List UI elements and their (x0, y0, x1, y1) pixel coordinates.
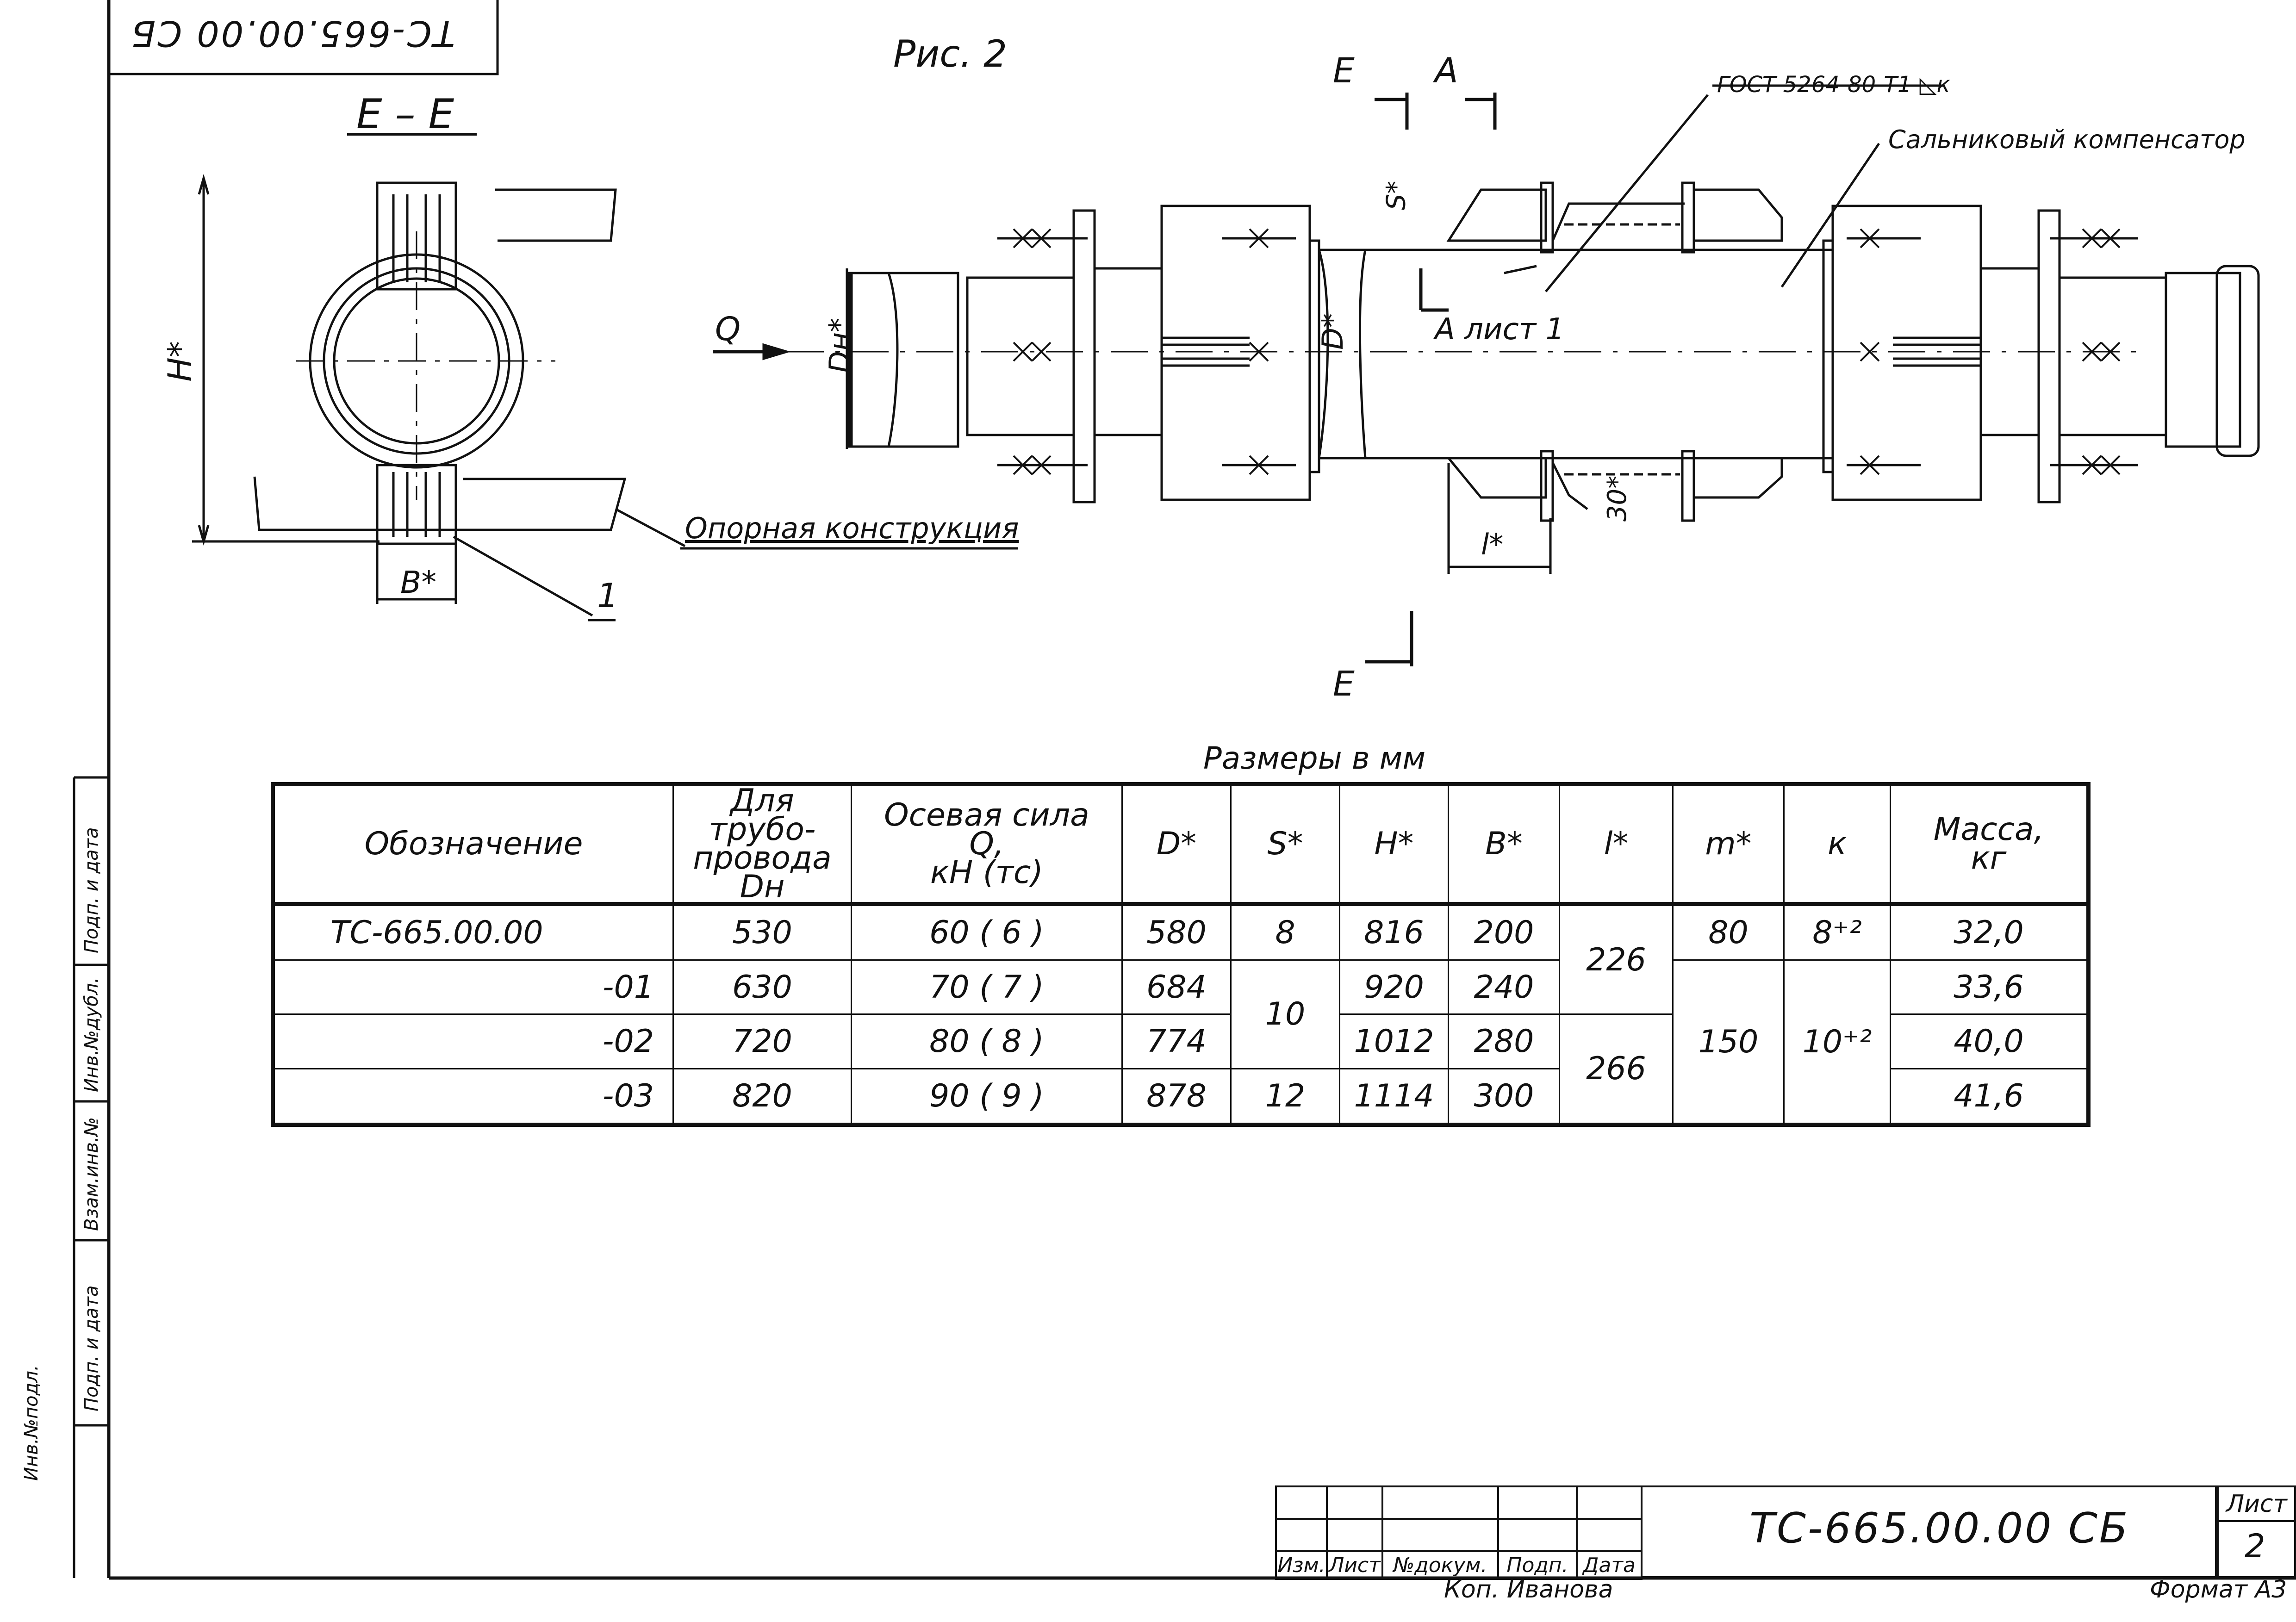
tb-format: Формат А3 (2150, 1576, 2287, 1603)
table-row: ТС-665.00.00 530 60 ( 6 ) 580 8 816 200 … (272, 903, 2089, 1015)
cell-B: 240 (1448, 959, 1560, 1015)
cell-mass: 41,6 (1890, 1068, 2089, 1126)
tb-sheet-divider (2217, 1520, 2296, 1522)
cell-mass: 40,0 (1890, 1013, 2089, 1069)
header-mass: Масса, кг (1890, 783, 2089, 906)
side-stamp-vzam-inv: Взам.инв.№ (81, 1117, 102, 1231)
figure-label: Рис. 2 (893, 32, 1007, 75)
tb-sheet-label: Лист (2226, 1490, 2287, 1518)
cell-force: 90 ( 9 ) (851, 1068, 1123, 1126)
cell-D: 684 (1121, 959, 1232, 1015)
cell-H: 920 (1339, 959, 1449, 1015)
header-D: D* (1121, 783, 1232, 906)
cell-S: 8 (1230, 903, 1340, 961)
tb-sheet-number: 2 (2245, 1527, 2265, 1565)
cell-l-merged: 266 (1559, 1013, 1674, 1125)
header-axial-force: Осевая сила Q, кН (тс) (851, 783, 1123, 906)
table-row: -01 630 70 ( 7 ) 684 10 920 240 150 10⁺²… (272, 959, 2089, 1125)
cell-B: 280 (1448, 1013, 1560, 1069)
item-number-1: 1 (597, 576, 618, 615)
header-S: S* (1230, 783, 1340, 906)
cell-m: 80 (1672, 903, 1785, 961)
cell-force: 80 ( 8 ) (851, 1013, 1123, 1069)
cell-mass: 33,6 (1890, 959, 2089, 1015)
tb-col-podp: Подп. (1497, 1550, 1578, 1580)
dim-label-B: B* (400, 565, 437, 600)
dim-label-D: D* (1315, 313, 1350, 350)
cell-k-merged: 10⁺² (1783, 959, 1891, 1125)
tb-col-dokum: №докум. (1381, 1550, 1499, 1580)
cell-force: 70 ( 7 ) (851, 959, 1123, 1015)
cell-B: 200 (1448, 903, 1560, 961)
cell-designation: ТС-665.00.00 (272, 903, 674, 961)
section-title: Е – Е (356, 90, 454, 138)
cell-force: 60 ( 6 ) (851, 903, 1123, 961)
support-structure-label: Опорная конструкция (685, 511, 1019, 545)
table-row: -02 720 80 ( 8 ) 774 1012 280 266 40,0 (272, 1013, 2089, 1125)
cell-m-merged: 150 (1672, 959, 1785, 1125)
tb-col-list: Лист (1326, 1550, 1383, 1580)
weld-gost-note: ГОСТ 5264-80-Т1-◺к (1717, 72, 1950, 98)
title-block-main (1641, 1485, 2217, 1578)
compensator-label: Сальниковый компенсатор (1888, 125, 2246, 154)
header-H: H* (1339, 783, 1449, 906)
dim-label-l: l* (1481, 528, 1504, 561)
cell-D: 878 (1121, 1068, 1232, 1126)
cell-H: 1012 (1339, 1013, 1449, 1069)
cell-D: 774 (1121, 1013, 1232, 1069)
side-stamp-podp-data-2: Подп. и дата (81, 827, 102, 953)
cell-k: 8⁺² (1783, 903, 1891, 961)
tb-designation: ТС-665.00.00 СБ (1749, 1504, 2130, 1553)
section-mark-E-top: E (1333, 51, 1355, 91)
cell-H: 1114 (1339, 1068, 1449, 1126)
force-Q-label: Q (715, 310, 741, 348)
section-mark-A-sheet1: A лист 1 (1435, 312, 1565, 347)
tb-copied-by: Коп. Иванова (1444, 1576, 1613, 1603)
table-header-row: Обозначение Для трубо- провода Dн Осевая… (272, 783, 2089, 906)
dim-label-H: H* (161, 341, 199, 382)
side-stamp-inv-podl: Инв.№подл. (21, 1365, 42, 1481)
dim-label-S: S* (1381, 180, 1412, 211)
cell-designation: -03 (272, 1068, 674, 1126)
cell-H: 816 (1339, 903, 1449, 961)
cell-dn: 530 (672, 903, 852, 961)
cell-D: 580 (1121, 903, 1232, 961)
cell-S-merged: 10 (1230, 959, 1340, 1069)
cell-B: 300 (1448, 1068, 1560, 1126)
cell-S: 12 (1230, 1068, 1340, 1126)
header-l: l* (1559, 783, 1674, 906)
header-B: B* (1448, 783, 1560, 906)
table-caption: Размеры в мм (1203, 740, 1426, 776)
header-m: m* (1672, 783, 1785, 906)
cell-dn: 630 (672, 959, 852, 1015)
title-block-revisions: Изм. Лист №докум. Подп. Дата (1275, 1485, 1643, 1580)
header-pipeline: Для трубо- провода Dн (672, 783, 852, 906)
dim-label-Dn: Dн* (823, 317, 857, 373)
section-mark-A-top: A (1435, 51, 1458, 91)
tb-col-izm: Изм. (1275, 1550, 1328, 1580)
tb-sheet-box (2217, 1485, 2296, 1578)
header-designation: Обозначение (272, 783, 674, 906)
cell-dn: 820 (672, 1068, 852, 1126)
table-row: -03 820 90 ( 9 ) 878 12 1114 300 41,6 (272, 1068, 2089, 1126)
header-k: к (1783, 783, 1891, 906)
side-stamp-podp-data-1: Подп. и дата (81, 1285, 102, 1411)
rotated-designation-stamp: ТС-665.00.00 СБ (130, 13, 455, 54)
section-mark-E-bottom: E (1333, 664, 1355, 704)
cell-designation: -02 (272, 1013, 674, 1069)
dim-label-30: 30* (1602, 475, 1633, 522)
cell-dn: 720 (672, 1013, 852, 1069)
dimensions-table: Обозначение Для трубо- провода Dн Осевая… (271, 782, 2091, 1127)
cell-l-merged: 226 (1559, 903, 1674, 1015)
tb-col-data: Дата (1576, 1550, 1643, 1580)
side-stamp-inv-dubl: Инв.№дубл. (81, 977, 102, 1092)
cell-designation: -01 (272, 959, 674, 1015)
cell-mass: 32,0 (1890, 903, 2089, 961)
